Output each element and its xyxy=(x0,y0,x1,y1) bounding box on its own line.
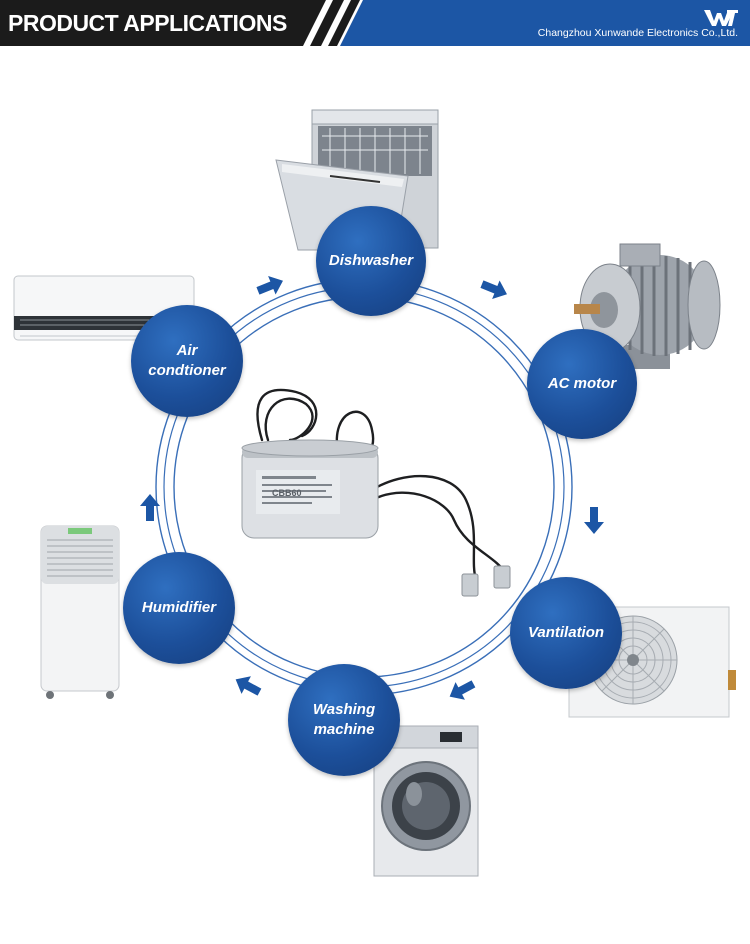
humidifier-label: Humidifier xyxy=(141,599,217,616)
company-name: Changzhou Xunwande Electronics Co.,Ltd. xyxy=(537,27,738,39)
air-conditioner-circle: Air condtioner xyxy=(131,305,243,417)
washing-machine-image xyxy=(373,725,479,877)
arrow-icon xyxy=(235,676,262,696)
flow-arrows xyxy=(140,275,604,700)
capacitor-print: CBB60 xyxy=(272,488,302,498)
capacitor-image: CBB60 xyxy=(241,388,511,597)
header-background xyxy=(0,0,750,46)
arrow-icon xyxy=(449,680,476,700)
page-title: PRODUCT APPLICATIONS xyxy=(8,10,287,36)
company-logo-icon xyxy=(704,10,738,26)
ventilation-circle: Vantilation xyxy=(510,577,622,689)
dishwasher-label: Dishwasher xyxy=(328,252,414,269)
ac-motor-circle: AC motor xyxy=(527,329,637,439)
washing-machine-circle: Washing machine xyxy=(288,664,400,776)
ventilation-label: Vantilation xyxy=(527,624,605,641)
humidifier-circle: Humidifier xyxy=(123,552,235,664)
humidifier-image xyxy=(40,525,120,699)
ac-motor-label: AC motor xyxy=(547,375,617,392)
header-banner: PRODUCT APPLICATIONS Changzhou Xunwande … xyxy=(0,0,750,46)
arrow-icon xyxy=(480,280,507,300)
air-conditioner-label: Air condtioner xyxy=(148,342,226,379)
washing-machine-label: Washing machine xyxy=(312,701,376,738)
arrow-icon xyxy=(584,507,604,534)
dishwasher-circle: Dishwasher xyxy=(316,206,426,316)
arrow-icon xyxy=(256,275,283,295)
arrow-icon xyxy=(140,494,160,521)
